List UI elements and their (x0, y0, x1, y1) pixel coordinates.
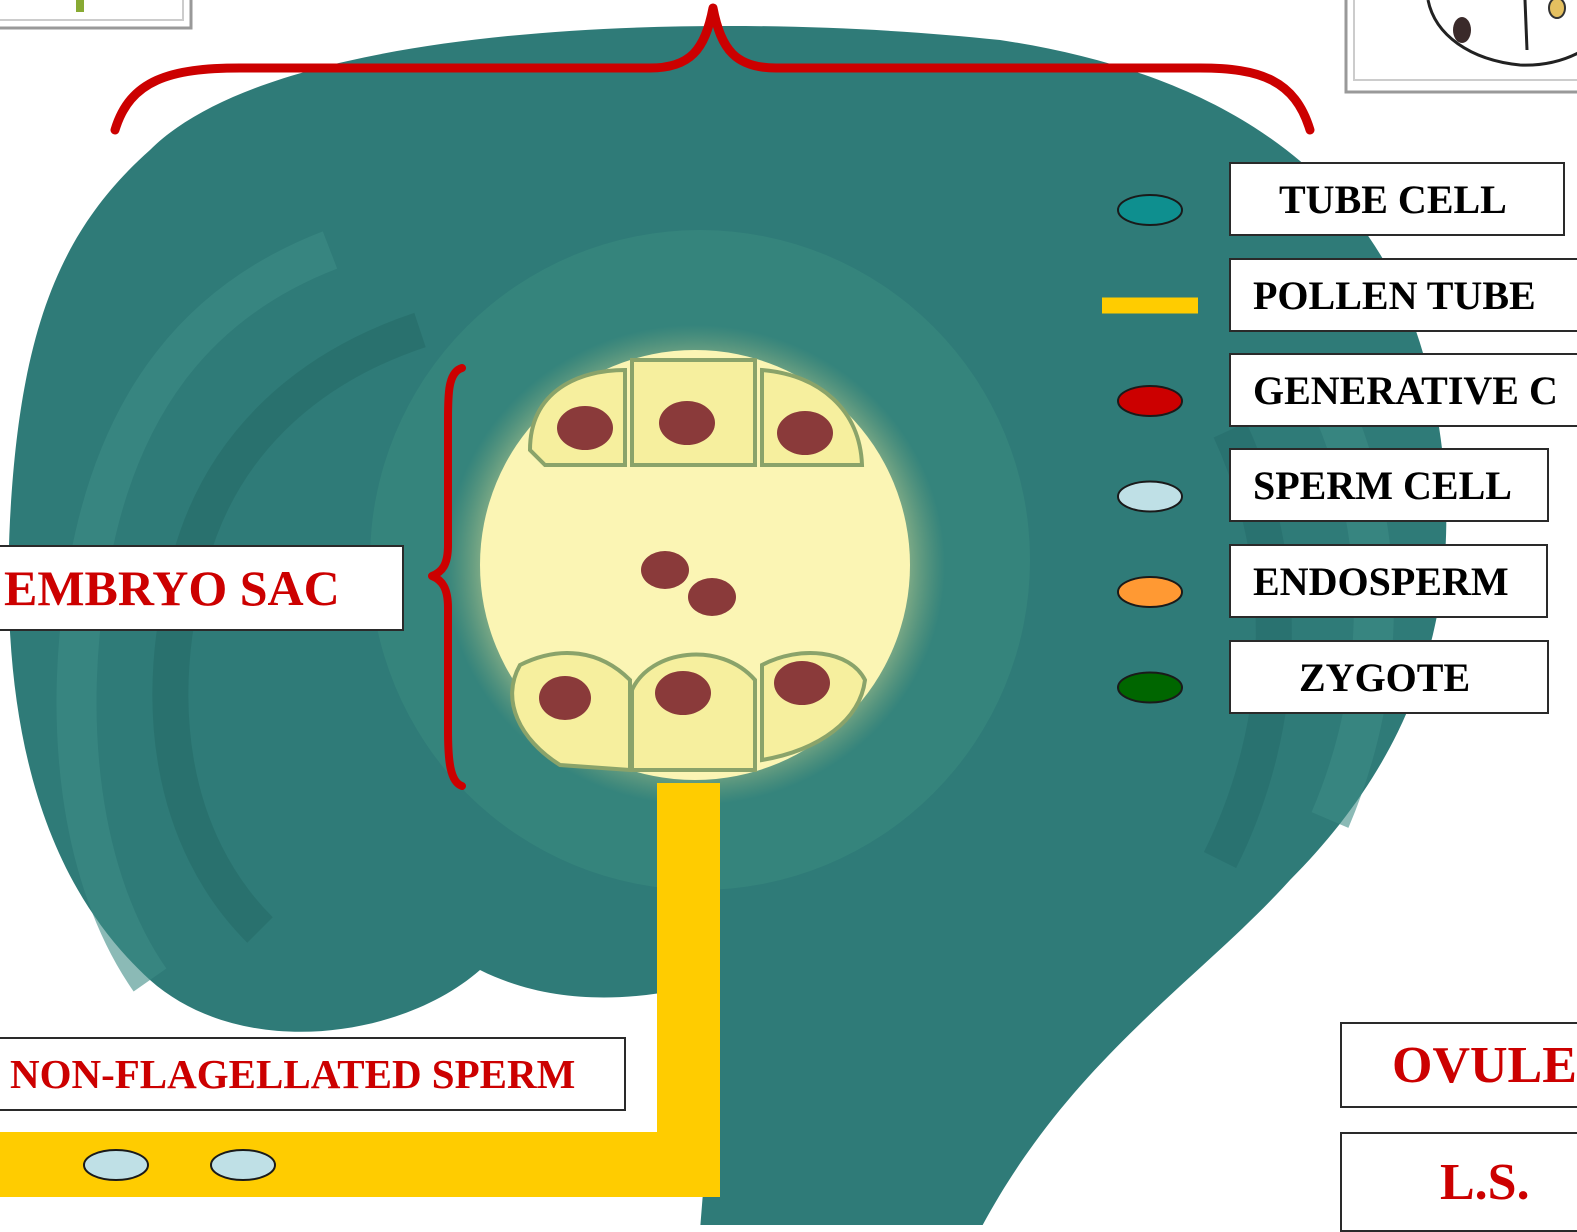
ovule-label: OVULE (1340, 1022, 1577, 1108)
legend-swatch-tube-cell (1118, 195, 1182, 225)
inset-image-left (0, 0, 191, 28)
legend-swatch-generative-cell (1118, 386, 1182, 416)
non-flagellated-sperm-label: NON-FLAGELLATED SPERM (0, 1037, 626, 1111)
legend-swatch-endosperm (1118, 577, 1182, 607)
inset-image-right (1346, 0, 1577, 92)
embryo-sac (445, 325, 945, 805)
legend-swatch-zygote (1118, 673, 1182, 703)
sperm-cell (211, 1150, 275, 1180)
legend-swatch-pollen-tube (1102, 298, 1198, 314)
polar-nucleus (688, 578, 736, 616)
legend-label-sperm-cell: SPERM CELL (1229, 448, 1549, 522)
legend-label-endosperm: ENDOSPERM (1229, 544, 1548, 618)
nucleus (539, 676, 591, 720)
ls-label: L.S. (1340, 1132, 1577, 1232)
legend-swatch-sperm-cell (1118, 482, 1182, 512)
nucleus (557, 406, 613, 450)
polar-nucleus (641, 551, 689, 589)
nucleus (659, 401, 715, 445)
sperm-cell (84, 1150, 148, 1180)
legend-label-tube-cell: TUBE CELL (1229, 162, 1565, 236)
legend-label-zygote: ZYGOTE (1229, 640, 1549, 714)
legend-label-pollen-tube: POLLEN TUBE (1229, 258, 1577, 332)
nucleus (774, 661, 830, 705)
embryo-sac-label: EMBRYO SAC (0, 545, 404, 631)
legend-label-generative-cell: GENERATIVE C (1229, 353, 1577, 427)
nucleus (655, 671, 711, 715)
nucleus (777, 411, 833, 455)
